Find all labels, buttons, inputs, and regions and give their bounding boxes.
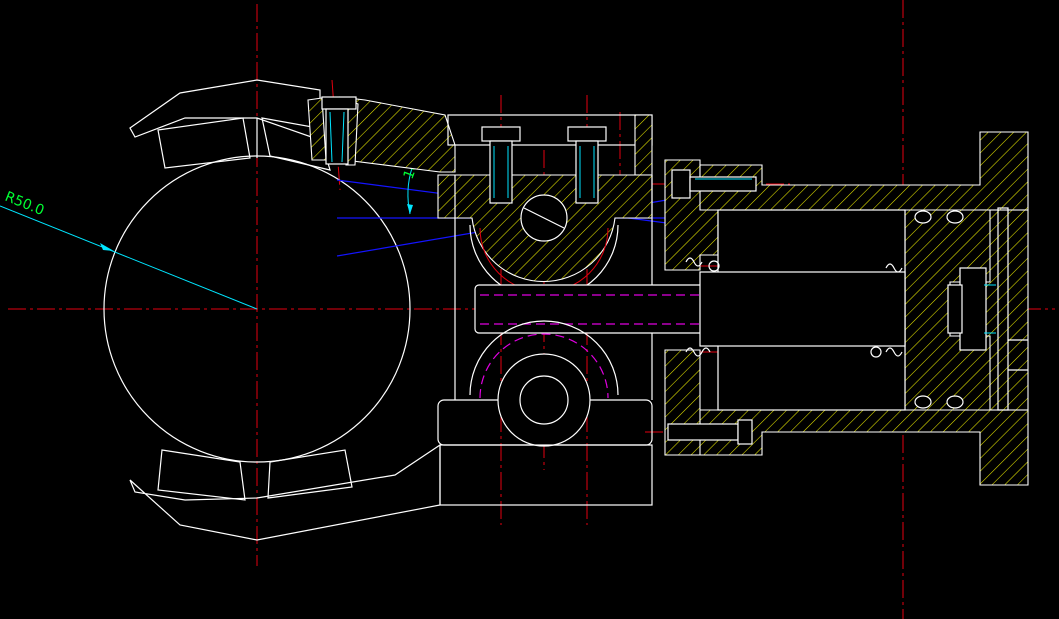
upper-screw-head bbox=[671, 169, 691, 199]
push-rod bbox=[474, 284, 706, 334]
seal-bottom-left bbox=[914, 395, 932, 409]
screw-centerline bbox=[331, 79, 341, 191]
seal-bottom-right bbox=[946, 395, 964, 409]
lower-brake-shoe[interactable] bbox=[129, 443, 441, 541]
piston-rod bbox=[699, 271, 906, 347]
lower-screw-shank bbox=[667, 423, 739, 441]
lower-pin bbox=[519, 375, 569, 425]
pin-section-line bbox=[523, 207, 565, 229]
radius-leader-line bbox=[0, 205, 258, 310]
top-plate bbox=[447, 114, 653, 146]
lower-shoe-arm bbox=[129, 443, 441, 541]
end-seal-plate bbox=[997, 207, 1009, 411]
lower-bore-arc bbox=[469, 320, 619, 396]
upper-brake-shoe[interactable] bbox=[129, 79, 331, 171]
piston-washer bbox=[947, 284, 963, 334]
hydraulic-cylinder[interactable] bbox=[664, 131, 1029, 486]
top-plate-hatch-right bbox=[634, 114, 653, 176]
right-bolt-head bbox=[567, 126, 607, 142]
cylinder-bottom-wall bbox=[699, 409, 1029, 486]
cylinder-top-wall bbox=[699, 131, 1029, 211]
left-bolt-head bbox=[481, 126, 521, 142]
left-bolt-shank bbox=[489, 140, 513, 204]
oring-lower bbox=[870, 346, 882, 358]
screw-thread-right bbox=[341, 111, 345, 163]
upper-lining-left bbox=[157, 117, 251, 169]
screw-thread-left bbox=[329, 111, 333, 163]
adjusting-screw-body bbox=[325, 108, 349, 165]
seal-top-left bbox=[914, 210, 932, 224]
oring-upper bbox=[708, 260, 720, 272]
upper-arm-section bbox=[339, 96, 456, 173]
lower-mount-plate bbox=[439, 444, 653, 506]
right-bolt-shank bbox=[575, 140, 599, 204]
spring-lower bbox=[685, 347, 711, 357]
bearing-block[interactable] bbox=[437, 114, 706, 506]
spring-upper-right bbox=[885, 263, 903, 273]
radius-label: R50.0 bbox=[3, 189, 47, 219]
upper-link-arm[interactable] bbox=[307, 96, 456, 173]
adjusting-screw-head bbox=[321, 96, 357, 110]
lower-liner-hidden bbox=[479, 333, 609, 399]
upper-lining-right bbox=[261, 117, 331, 171]
lower-lining-left bbox=[157, 449, 246, 501]
upper-screw-shank bbox=[689, 176, 757, 192]
spring-lower-right bbox=[885, 347, 903, 357]
seal-top-right bbox=[946, 210, 964, 224]
radius-arrowhead bbox=[100, 243, 114, 251]
piston-nut bbox=[959, 267, 987, 351]
lower-lining-right bbox=[267, 449, 353, 499]
angle-arrowhead bbox=[407, 204, 413, 214]
lower-screw-head bbox=[737, 419, 753, 445]
radius-dimension: R50.0 bbox=[0, 189, 258, 310]
lower-bearing-ring bbox=[497, 353, 591, 447]
spring-upper bbox=[685, 257, 703, 267]
